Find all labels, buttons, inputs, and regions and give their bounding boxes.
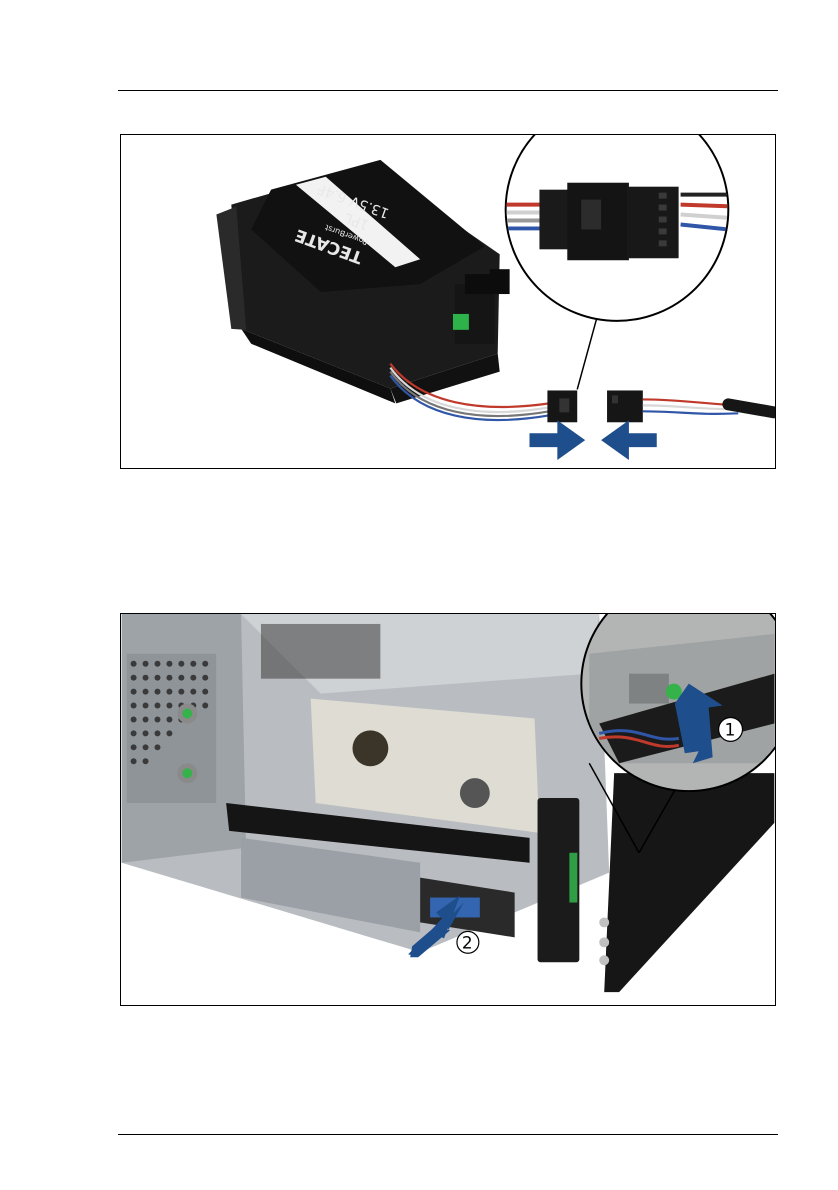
figure-battery-connector: TECATE PowerBurst 1PL 13.5V 6.4F	[120, 134, 776, 469]
battery-connector-illustration: TECATE PowerBurst 1PL 13.5V 6.4F	[121, 135, 775, 468]
zoom-inset	[500, 135, 739, 389]
connector-right	[607, 390, 643, 422]
figure-chassis: 2 1	[120, 613, 776, 1006]
bay-screw	[460, 778, 490, 808]
step2-label: 2	[462, 932, 473, 952]
arrow-right-icon	[530, 420, 586, 460]
chassis-illustration: 2 1	[121, 614, 775, 1005]
footer-rule	[118, 1134, 778, 1135]
thumbscrew-lower-icon	[182, 768, 192, 778]
thumbscrew-upper-icon	[182, 709, 192, 719]
release-tab	[453, 314, 469, 330]
arrow-left-icon	[601, 420, 657, 460]
connector-left	[547, 390, 577, 422]
header-rule	[118, 90, 778, 91]
step1-label: 1	[725, 719, 736, 739]
extension-cable	[643, 399, 774, 413]
